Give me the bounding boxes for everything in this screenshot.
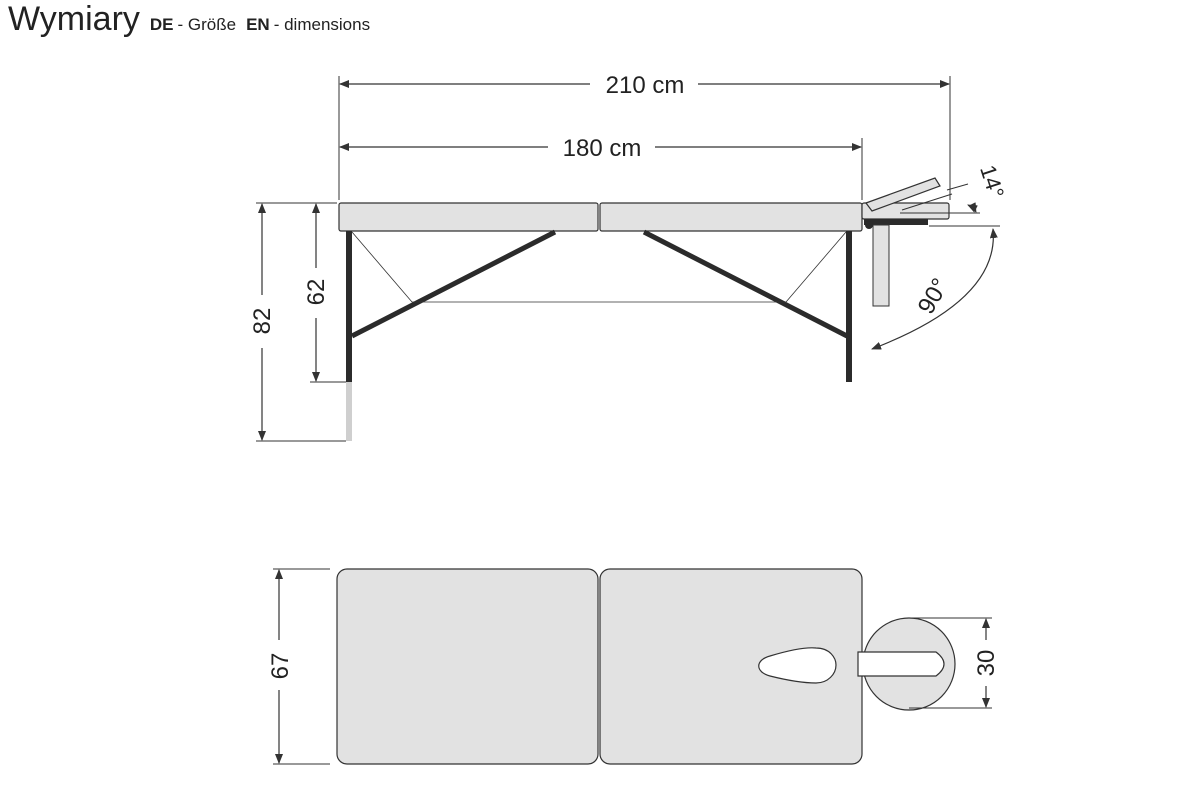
top-view: 67 30	[267, 568, 1000, 765]
cushion-right	[599, 202, 863, 232]
width-label: 67	[267, 653, 294, 680]
headrest-support-post	[872, 224, 890, 307]
headrest-tilt-label: 14°	[975, 162, 1009, 201]
cable-left	[351, 231, 413, 303]
bed-length-label: 180 cm	[563, 135, 642, 162]
headrest-tilted-pad	[865, 177, 941, 212]
headrest-bracket	[864, 219, 928, 225]
face-hole	[758, 647, 837, 684]
lang-code-en: EN	[246, 15, 270, 34]
lang-translation-de: - Größe	[177, 15, 237, 34]
total-length-dimension: 210 cm	[338, 72, 951, 200]
angle-arc	[967, 202, 978, 213]
leader-line	[946, 183, 969, 191]
headrest-angle-dimension: 90°	[871, 225, 1000, 350]
total-height-dimension: 82	[249, 202, 346, 442]
top-cushion-left	[336, 568, 599, 765]
total-height-label: 82	[249, 308, 276, 335]
headrest-width-label: 30	[973, 650, 1000, 677]
headrest-opening	[857, 651, 945, 677]
headrest-width-dimension: 30	[909, 617, 1000, 709]
headrest-top	[857, 617, 956, 711]
page-title: Wymiary	[8, 0, 140, 38]
total-length-label: 210 cm	[606, 72, 685, 99]
headrest-hinge	[865, 221, 873, 229]
brace-left	[350, 229, 557, 339]
page-header: Wymiary DE - Größe EN - dimensions	[8, 0, 380, 39]
lang-translation-en: - dimensions	[273, 15, 371, 34]
width-dimension: 67	[267, 568, 330, 765]
side-view: 210 cm 180 cm	[249, 72, 1009, 442]
bed-length-dimension: 180 cm	[339, 135, 863, 200]
brace-right	[642, 229, 849, 339]
lang-code-de: DE	[149, 15, 174, 34]
frame-height-label: 62	[303, 279, 330, 306]
frame-height-dimension: 62	[303, 203, 346, 383]
headrest-angle-label: 90°	[913, 274, 955, 319]
cushion-left	[338, 202, 599, 232]
cable-right	[785, 231, 847, 303]
angle-arc	[871, 228, 998, 350]
angle-ray	[901, 193, 953, 211]
